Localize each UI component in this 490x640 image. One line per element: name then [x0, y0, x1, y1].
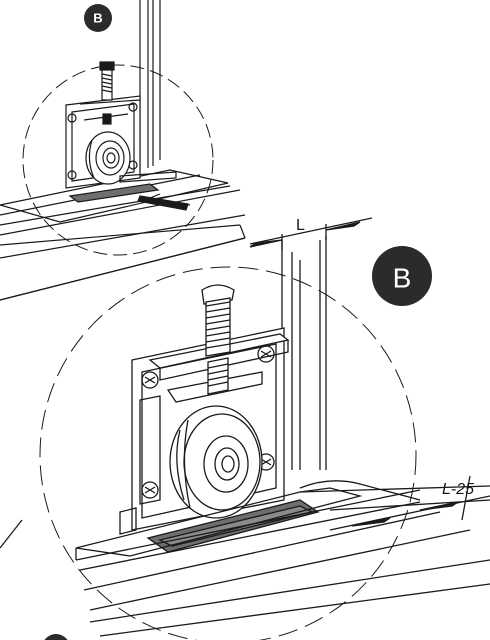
small-roller-wheel — [85, 131, 131, 185]
small-callout-badge — [84, 4, 112, 32]
dimension-L-25 — [329, 475, 490, 531]
dimension-L-label: L — [296, 217, 305, 234]
screw-head-top-right — [257, 345, 275, 363]
large-callout-label: B — [393, 263, 412, 294]
partial-callout-badge — [44, 634, 68, 640]
large-zoom-circle — [39, 266, 417, 640]
small-base-plate — [68, 183, 160, 203]
small-zoom-circle — [22, 64, 214, 256]
small-callout-label: B — [93, 11, 102, 26]
large-detail-view — [0, 217, 490, 640]
large-callout-badge — [372, 246, 432, 306]
large-roller-wheel — [169, 405, 263, 519]
dimension-L-25-label: L-25 — [442, 481, 474, 498]
small-detail-view — [0, 0, 246, 301]
large-adjust-screw — [201, 284, 235, 395]
dimension-L — [249, 217, 373, 250]
large-door-panel — [281, 236, 327, 470]
screw-head-bottom-left — [141, 481, 159, 499]
small-adjust-screw — [99, 61, 115, 125]
screw-head-top-left — [141, 371, 159, 389]
